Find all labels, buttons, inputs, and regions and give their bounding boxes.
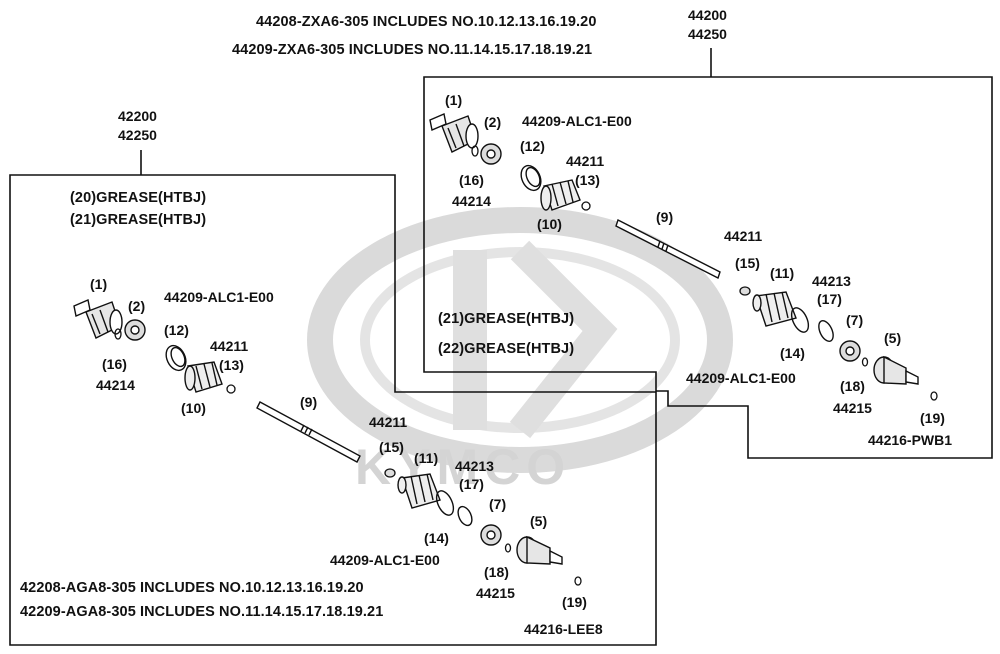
right-callout-1[interactable]: (1) [445, 92, 463, 108]
right-part-44213[interactable]: 44213 [812, 273, 851, 289]
left-assy-code-b: 42250 [118, 127, 157, 143]
left-part-44211-b[interactable]: 44211 [369, 414, 408, 430]
right-boot-part11 [752, 291, 797, 327]
right-grease-21: (21)GREASE(HTBJ) [438, 311, 575, 327]
left-ring-part15 [384, 468, 396, 478]
top-note-line2: 44209-ZXA6-305 INCLUDES NO.11.14.15.17.1… [232, 42, 593, 58]
left-callout-11[interactable]: (11) [414, 450, 439, 466]
right-callout-5[interactable]: (5) [884, 330, 902, 346]
right-callout-11[interactable]: (11) [770, 265, 795, 281]
right-part-44211-b[interactable]: 44211 [724, 228, 763, 244]
left-callout-13[interactable]: (13) [219, 357, 244, 373]
right-part-44209-alc1-e00[interactable]: 44209-ALC1-E00 [522, 113, 632, 129]
left-callout-5[interactable]: (5) [530, 513, 548, 529]
left-callout-18[interactable]: (18) [484, 564, 509, 580]
left-callout-2[interactable]: (2) [128, 298, 146, 314]
right-callout-2[interactable]: (2) [484, 114, 502, 130]
right-assembly-frame [423, 76, 993, 459]
right-ring-part15 [739, 286, 751, 296]
left-callout-1[interactable]: (1) [90, 276, 108, 292]
right-cage-part2 [480, 143, 502, 165]
right-part-44214[interactable]: 44214 [452, 193, 491, 209]
right-band-part13 [581, 201, 591, 211]
right-assy-code-b: 44250 [688, 26, 727, 42]
left-part-44216-lee8[interactable]: 44216-LEE8 [524, 621, 603, 637]
right-grease-22: (22)GREASE(HTBJ) [438, 341, 575, 357]
left-callout-17[interactable]: (17) [459, 476, 484, 492]
left-callout-10[interactable]: (10) [181, 400, 206, 416]
right-part-44216-pwb1[interactable]: 44216-PWB1 [868, 432, 953, 448]
left-band-part13 [226, 384, 236, 394]
left-clip-part17 [457, 505, 473, 527]
left-grease-20: (20)GREASE(HTBJ) [70, 190, 207, 206]
right-part-44211-a[interactable]: 44211 [566, 153, 605, 169]
left-callout-19[interactable]: (19) [562, 594, 587, 610]
right-callout-16[interactable]: (16) [459, 172, 484, 188]
right-assy-code-a: 44200 [688, 7, 727, 23]
left-part-44209-alc1-e00[interactable]: 44209-ALC1-E00 [164, 289, 274, 305]
left-part-44214[interactable]: 44214 [96, 377, 135, 393]
right-callout-12[interactable]: (12) [520, 138, 545, 154]
right-callout-10[interactable]: (10) [537, 216, 562, 232]
right-callout-13[interactable]: (13) [575, 172, 600, 188]
left-callout-16[interactable]: (16) [102, 356, 127, 372]
right-boot-part10 [540, 179, 581, 211]
left-band-part14 [435, 490, 455, 516]
right-ring-part18 [861, 357, 869, 367]
left-bottom-note1: 42208-AGA8-305 INCLUDES NO.10.12.13.16.1… [20, 580, 364, 596]
right-ring-part16 [471, 145, 479, 157]
left-outer-race-part5 [516, 535, 563, 565]
right-band-part12 [520, 164, 542, 192]
left-boot-part10 [184, 361, 223, 393]
right-circlip-part19 [930, 391, 938, 401]
right-outer-joint-part1 [429, 113, 479, 153]
left-assy-code-a: 42200 [118, 108, 157, 124]
left-cage-part2 [124, 319, 146, 341]
left-boot-part11 [397, 473, 441, 509]
left-part-44213[interactable]: 44213 [455, 458, 494, 474]
right-callout-19[interactable]: (19) [920, 410, 945, 426]
left-assembly-frame [9, 174, 657, 646]
right-callout-9[interactable]: (9) [656, 209, 674, 225]
right-part-44215[interactable]: 44215 [833, 400, 872, 416]
left-callout-14[interactable]: (14) [424, 530, 449, 546]
left-ring-part18 [504, 543, 512, 553]
left-part-44211-a[interactable]: 44211 [210, 338, 249, 354]
left-outer-joint-part1 [73, 299, 123, 339]
left-circlip-part19 [574, 576, 582, 586]
right-callout-18[interactable]: (18) [840, 378, 865, 394]
right-shaft-part9 [615, 219, 721, 279]
left-callout-7[interactable]: (7) [489, 496, 507, 512]
right-clip-part17 [818, 320, 834, 342]
right-callout-7[interactable]: (7) [846, 312, 864, 328]
left-callout-12[interactable]: (12) [164, 322, 189, 338]
left-shaft-part9 [256, 401, 361, 463]
watermark-text: KYMCO [355, 439, 571, 495]
right-band-part14 [790, 307, 810, 333]
left-band-part12 [165, 344, 187, 372]
top-note-line1: 44208-ZXA6-305 INCLUDES NO.10.12.13.16.1… [256, 14, 597, 30]
left-ring-part16 [114, 328, 122, 340]
left-part-44215[interactable]: 44215 [476, 585, 515, 601]
left-part-44209-alc1-e00-b[interactable]: 44209-ALC1-E00 [330, 552, 440, 568]
right-callout-14[interactable]: (14) [780, 345, 805, 361]
right-callout-17[interactable]: (17) [817, 291, 842, 307]
right-outer-race-part5 [873, 355, 919, 385]
left-callout-15[interactable]: (15) [379, 439, 404, 455]
watermark-logo [307, 207, 733, 473]
left-bottom-note2: 42209-AGA8-305 INCLUDES NO.11.14.15.17.1… [20, 604, 384, 620]
right-part-44209-alc1-e00-b[interactable]: 44209-ALC1-E00 [686, 370, 796, 386]
right-cage-part7 [839, 340, 861, 362]
right-callout-15[interactable]: (15) [735, 255, 760, 271]
left-callout-9[interactable]: (9) [300, 394, 318, 410]
left-grease-21: (21)GREASE(HTBJ) [70, 212, 207, 228]
left-cage-part7 [480, 524, 502, 546]
